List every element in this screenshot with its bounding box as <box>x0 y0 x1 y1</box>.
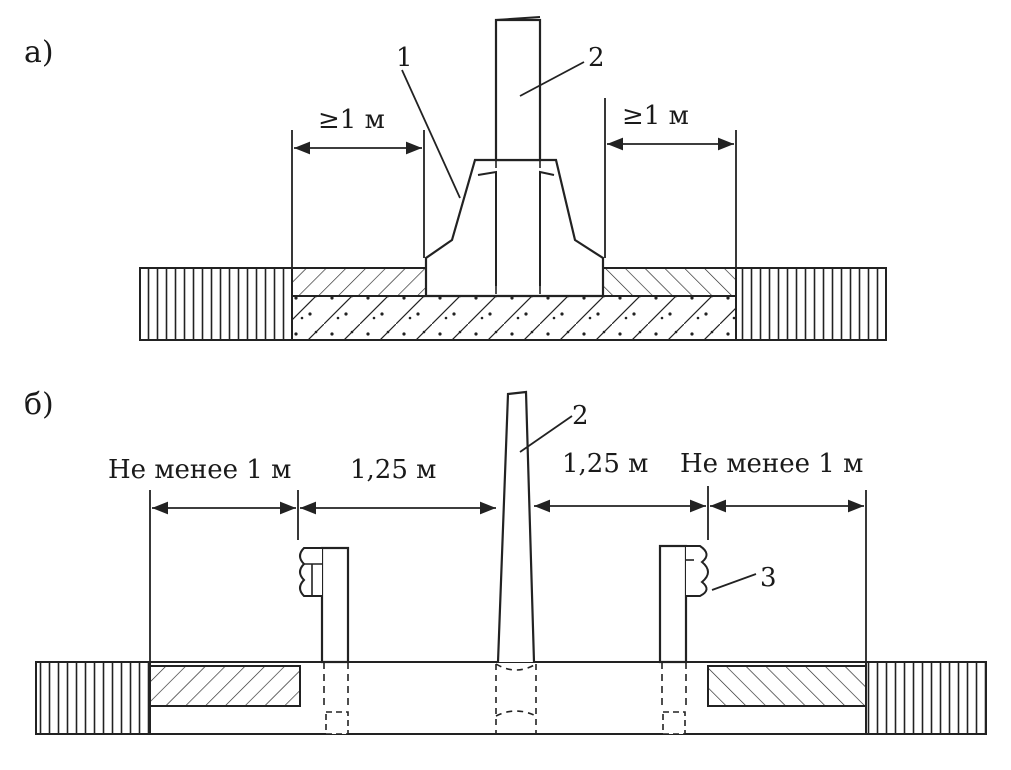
asphalt-left-a <box>291 267 427 297</box>
fence-post-left <box>320 546 350 664</box>
dimension-right-gap: 1,25 м <box>562 449 648 479</box>
panel-b-label: б) <box>24 387 54 422</box>
ground-right-b <box>865 661 987 735</box>
ground-left-b <box>35 661 151 735</box>
fence-post-right <box>658 544 688 664</box>
asphalt-right-a <box>602 267 737 297</box>
concrete-base-a <box>291 295 737 341</box>
dimension-right-min: Не менее 1 м <box>680 449 863 479</box>
asphalt-left-b <box>149 665 301 707</box>
callout-1: 1 <box>396 43 413 73</box>
distance-right-a: ≥1 м <box>622 101 689 131</box>
reflector-right <box>686 545 709 597</box>
panel-b: б) Не мен <box>24 387 987 735</box>
asphalt-right-b <box>707 665 867 707</box>
reflector-left <box>299 547 322 597</box>
panel-a-label: а) <box>24 35 54 70</box>
panel-a: а) ≥1 м ≥1 м 1 2 <box>24 16 887 341</box>
callout-2-b: 2 <box>572 401 589 431</box>
distance-left-a: ≥1 м <box>318 105 385 135</box>
protective-collar <box>424 158 605 298</box>
ground-right-a <box>735 267 887 341</box>
pole-b <box>496 390 536 663</box>
callout-2-a: 2 <box>588 43 605 73</box>
pole-a <box>494 18 542 162</box>
ground-left-a <box>139 267 293 341</box>
callout-3: 3 <box>760 563 777 593</box>
dimension-left-min: Не менее 1 м <box>108 455 291 485</box>
dimension-left-gap: 1,25 м <box>350 455 436 485</box>
